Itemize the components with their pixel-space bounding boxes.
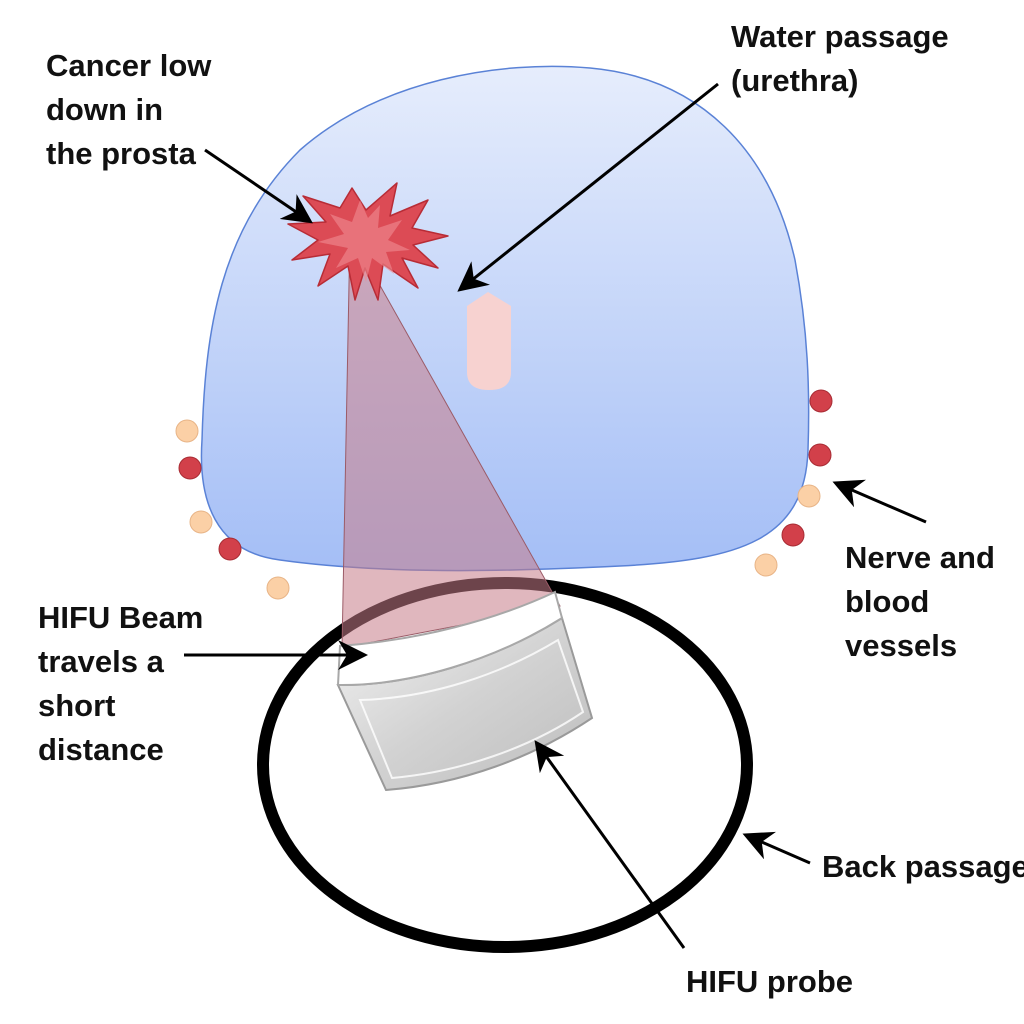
- cancer-starburst-inner: [318, 200, 410, 282]
- cancer-label-line: down in: [46, 92, 164, 127]
- hifu-beam-label-line: short: [38, 688, 116, 723]
- cancer-arrow: [204, 148, 313, 224]
- hifu-beam: [341, 230, 561, 649]
- water-passage-label: Water passage (urethra): [731, 15, 949, 103]
- blood-vessel-dot: [809, 389, 833, 413]
- nerve-dot: [797, 484, 821, 508]
- hifu-beam-label-line: HIFU Beam: [38, 600, 204, 635]
- back-passage-arrow: [742, 831, 811, 865]
- nerve-dot: [754, 553, 778, 577]
- nerve-dot: [266, 576, 290, 600]
- blood-vessel-dot: [218, 537, 242, 561]
- blood-vessel-dot: [781, 523, 805, 547]
- cancer-label: Cancer low down in the prosta: [46, 44, 211, 176]
- hifu-probe-label-line: HIFU probe: [686, 964, 854, 999]
- probe-arrow: [534, 740, 686, 949]
- nerve-vessels-label-line: Nerve and: [845, 540, 995, 575]
- nerve-vessels-label: Nerve and blood vessels: [845, 536, 995, 668]
- water-passage-label-line: Water passage: [731, 19, 949, 54]
- hifu-beam-label-line: distance: [38, 732, 164, 767]
- cancer-label-line: the prosta: [46, 136, 196, 171]
- blood-vessel-dot: [178, 456, 202, 480]
- blood-vessel-dot: [808, 443, 832, 467]
- vessel-group: [175, 389, 833, 600]
- urethra-arrow: [457, 82, 719, 292]
- back-passage-label-line: Back passage: [822, 849, 1024, 884]
- cancer-label-line: Cancer low: [46, 48, 212, 83]
- hifu-probe: [336, 590, 594, 792]
- hifu-beam-label-line: travels a: [38, 644, 164, 679]
- nerve-arrow: [832, 479, 927, 524]
- urethra-shape: [467, 292, 511, 390]
- nerve-dot: [189, 510, 213, 534]
- nerve-vessels-label-line: vessels: [845, 628, 958, 663]
- nerve-dot: [175, 419, 199, 443]
- hifu-beam-label: HIFU Beam travels a short distance: [38, 596, 203, 772]
- back-passage-label: Back passage: [822, 845, 1024, 889]
- hifu-probe-label: HIFU probe: [686, 960, 853, 1004]
- water-passage-label-line: (urethra): [731, 63, 859, 98]
- nerve-vessels-label-line: blood: [845, 584, 930, 619]
